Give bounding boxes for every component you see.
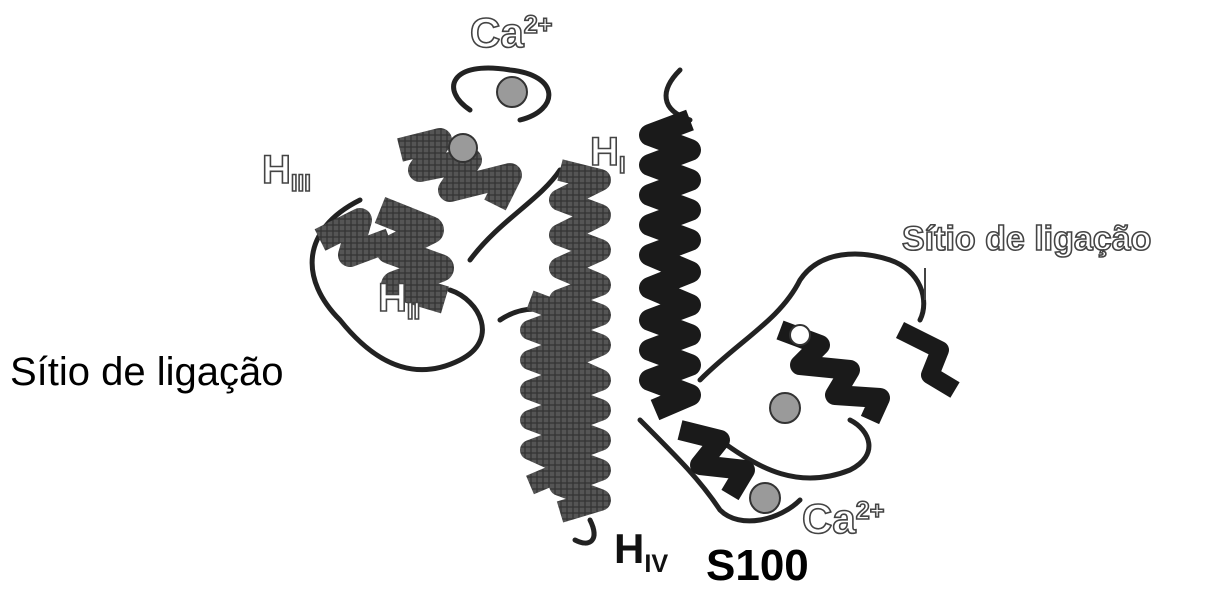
helix-I-label: HI bbox=[590, 132, 626, 172]
binding-site-left-label: Sítio de ligação bbox=[10, 352, 284, 392]
ion-open bbox=[790, 325, 810, 345]
ca-ion-right bbox=[770, 393, 800, 423]
protein-name-label: S100 bbox=[706, 544, 809, 588]
ca-ion-bottom bbox=[750, 483, 780, 513]
ca-ion-top bbox=[497, 77, 527, 107]
calcium-ions bbox=[449, 77, 810, 513]
helix-c-terminal bbox=[680, 330, 955, 495]
helix-dark-right bbox=[650, 120, 690, 410]
helix-III-label: HIII bbox=[262, 150, 311, 190]
ca-ion-left bbox=[449, 134, 477, 162]
helix-IV-label: HIV bbox=[614, 528, 668, 570]
ca-top-label: Ca2+ bbox=[470, 12, 552, 54]
ca-bottom-label: Ca2+ bbox=[802, 498, 884, 540]
helix-II-label: HII bbox=[378, 278, 420, 318]
binding-site-right-label: Sítio de ligação bbox=[902, 222, 1151, 256]
helix-IV bbox=[530, 300, 570, 485]
